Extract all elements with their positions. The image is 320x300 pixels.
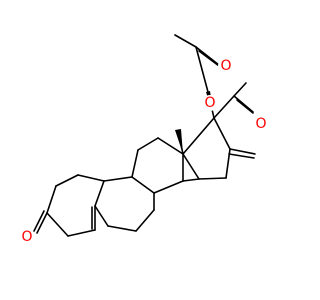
svg-text:O: O [220,58,231,74]
molecule-structure: O O O O [19,34,269,245]
svg-text:O: O [255,116,266,132]
wedge-bond-methyl [175,129,183,154]
atom-o-ketone-right: O [253,116,269,132]
svg-text:O: O [204,95,215,111]
bond-lines [33,34,256,237]
svg-text:O: O [21,229,32,245]
atom-o-ester-carbonyl: O [218,58,234,74]
atom-o-ketone-left: O [19,229,35,245]
atom-o-ester: O [202,95,218,111]
